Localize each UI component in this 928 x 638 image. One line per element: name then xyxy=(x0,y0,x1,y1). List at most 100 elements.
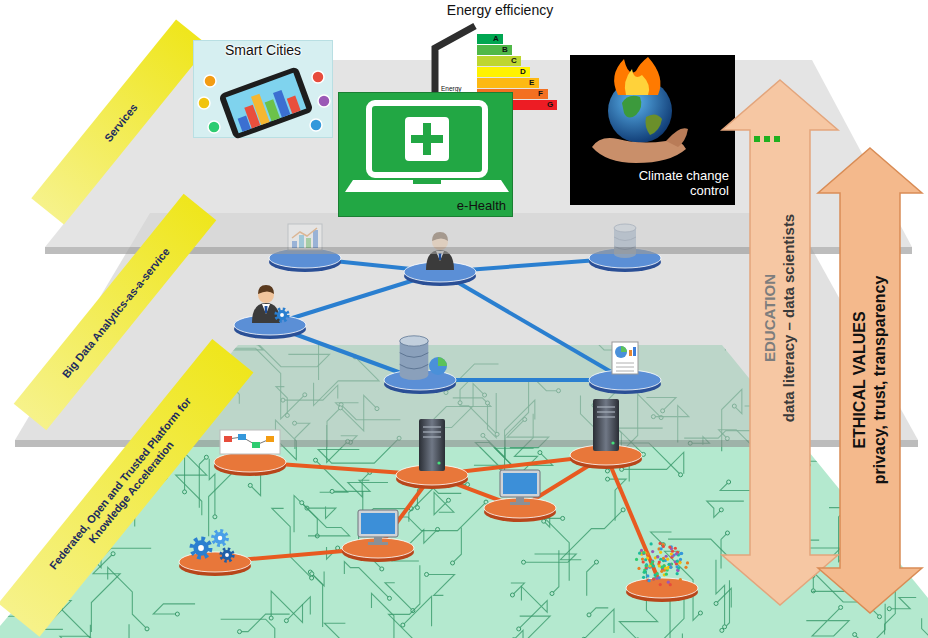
circuit-pad xyxy=(446,498,450,502)
scatter-dot xyxy=(666,558,669,561)
tile-title: Smart Cities xyxy=(194,42,332,58)
rating-bar xyxy=(477,67,530,77)
scatter-dot xyxy=(646,552,649,555)
rating-letter: C xyxy=(511,56,520,66)
platform-network xyxy=(179,399,698,602)
circuit-pad xyxy=(64,493,68,497)
circuit-pad xyxy=(238,630,242,634)
circuit-trace xyxy=(344,562,389,599)
tile-title: Energy efficiency xyxy=(425,2,575,18)
server-led xyxy=(437,461,440,464)
flame-core xyxy=(625,69,649,95)
service-tile: Smart Cities xyxy=(193,40,333,138)
circuit-trace xyxy=(924,561,928,580)
flame xyxy=(614,57,660,95)
circuit-trace xyxy=(552,550,559,593)
monitor-stand xyxy=(374,537,382,542)
circuit-trace xyxy=(427,574,455,595)
circuit-trace xyxy=(889,597,916,608)
circuit-pad xyxy=(550,592,554,596)
server-slot xyxy=(423,426,441,427)
label-holder: G xyxy=(547,100,556,110)
rating-bar xyxy=(477,45,512,55)
scatter-dot xyxy=(648,564,651,567)
scatter-dot xyxy=(642,551,645,554)
phone-screen xyxy=(226,73,307,133)
doc-bar xyxy=(629,350,632,356)
arrow-label: data literacy – data scientists xyxy=(780,214,799,422)
rating-letter: B xyxy=(502,45,511,55)
person-tie xyxy=(439,253,442,260)
circuit-trace xyxy=(560,510,623,560)
doc-bar xyxy=(633,347,636,356)
city-icon xyxy=(310,119,322,131)
gear-teeth xyxy=(276,309,288,321)
scatter-dot xyxy=(659,583,662,586)
scatter-dot xyxy=(658,564,661,567)
scatter-dot xyxy=(638,552,641,555)
gear-hole xyxy=(198,545,204,551)
circuit-pad xyxy=(248,483,252,487)
monitor-base xyxy=(510,502,530,505)
person-tie xyxy=(265,306,268,313)
circuit-trace xyxy=(651,532,672,545)
scatter-dot xyxy=(658,560,661,563)
scatter-dot xyxy=(652,577,655,580)
database-band xyxy=(400,364,429,369)
city-icon xyxy=(204,75,216,87)
server-slot xyxy=(597,411,615,412)
label-holder: C xyxy=(511,56,520,66)
gears-icon xyxy=(192,531,233,561)
city-icon xyxy=(312,71,324,83)
monitor-base xyxy=(368,542,388,545)
arrow-text: ETHICAL VALUESprivacy, trust, transparen… xyxy=(850,276,890,485)
pie-slice xyxy=(621,346,627,352)
circuit-pad xyxy=(380,567,384,571)
layer-arrow: ETHICAL VALUESprivacy, trust, transparen… xyxy=(818,148,922,613)
scatter-dot xyxy=(646,574,649,577)
scatter-dot xyxy=(668,545,671,548)
workflow-sheet xyxy=(220,430,280,454)
scatter-dot xyxy=(676,560,679,563)
scatter-dot xyxy=(669,566,672,569)
server-tower xyxy=(593,399,619,451)
scatter-dot xyxy=(659,558,662,561)
disc-top xyxy=(214,452,286,472)
circuit-pad xyxy=(68,472,72,476)
workflow-step xyxy=(266,436,274,442)
database-band xyxy=(400,353,429,358)
scatter-dot xyxy=(652,577,655,580)
circuit-trace xyxy=(806,607,849,636)
circuit-pad xyxy=(605,469,609,473)
cross-plate xyxy=(405,117,449,161)
circuit-trace xyxy=(108,567,147,629)
scatter-dot xyxy=(666,567,669,570)
scatter-dot xyxy=(645,564,648,567)
scatter-dot xyxy=(644,558,647,561)
rating-letter: G xyxy=(547,100,556,110)
circuit-pad xyxy=(425,572,429,576)
arrow-label: EDUCATION xyxy=(761,214,780,422)
scatter-dot xyxy=(642,552,645,555)
rating-bar xyxy=(477,34,503,44)
circuit-trace xyxy=(434,492,454,514)
circuit-pad xyxy=(538,451,542,455)
server-tower xyxy=(419,419,445,471)
scatter-dot xyxy=(640,549,643,552)
monitor-frame xyxy=(500,470,540,497)
circuit-trace xyxy=(153,604,195,614)
gear-body xyxy=(214,532,226,544)
circuit-pad xyxy=(561,516,565,520)
circuit-pad xyxy=(727,480,731,484)
scatter-dot xyxy=(675,552,678,555)
server-icon xyxy=(593,399,619,451)
scatter-dot xyxy=(635,558,638,561)
scatter-dot xyxy=(669,583,672,586)
scatter-icon xyxy=(635,542,689,586)
scatter-dot xyxy=(651,560,654,563)
circuit-pad xyxy=(582,637,586,638)
scatter-dot xyxy=(679,578,682,581)
layer-label: Federated, Open and Trusted Platform for… xyxy=(42,389,210,587)
circuit-pad xyxy=(145,627,149,631)
